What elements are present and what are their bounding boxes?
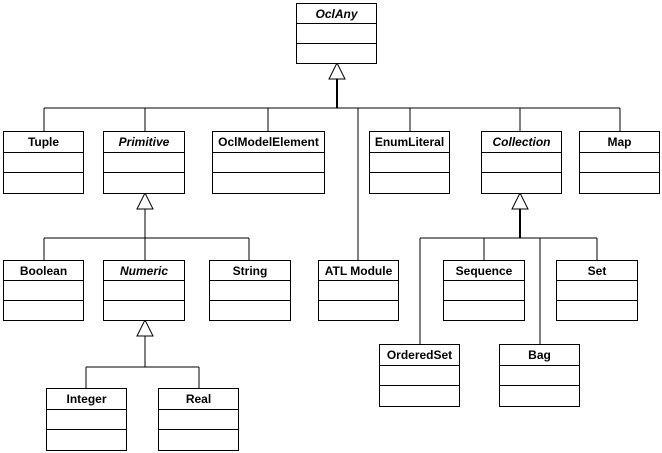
class-name-integer: Integer <box>66 392 106 406</box>
class-box-numeric[interactable]: Numeric <box>103 260 185 321</box>
inheritance-arrow-icon <box>511 191 529 210</box>
class-box-bag[interactable]: Bag <box>499 344 580 407</box>
class-name-numeric: Numeric <box>120 264 168 278</box>
class-name-sequence: Sequence <box>456 264 513 278</box>
class-box-primitive[interactable]: Primitive <box>103 131 185 194</box>
class-box-frame <box>369 131 450 194</box>
class-name-atlmodule: ATL Module <box>325 264 393 278</box>
class-name-bag: Bag <box>528 348 551 362</box>
generalization-primitive <box>43 191 250 260</box>
generalization-edges <box>43 61 621 388</box>
class-name-collection: Collection <box>492 135 550 149</box>
class-box-set[interactable]: Set <box>556 260 638 321</box>
class-box-frame <box>556 260 638 321</box>
class-box-map[interactable]: Map <box>579 131 660 194</box>
class-box-frame <box>443 260 525 321</box>
class-box-boolean[interactable]: Boolean <box>3 260 84 321</box>
class-box-frame <box>103 131 185 194</box>
inheritance-arrow-icon <box>328 61 346 80</box>
class-box-frame <box>212 131 325 194</box>
class-box-integer[interactable]: Integer <box>46 388 127 451</box>
class-name-tuple: Tuple <box>28 135 59 149</box>
class-box-frame <box>158 388 239 451</box>
class-box-frame <box>481 131 562 194</box>
class-box-frame <box>499 344 580 407</box>
class-box-frame <box>379 344 460 407</box>
class-box-frame <box>579 131 660 194</box>
class-name-string: String <box>233 264 268 278</box>
class-box-frame <box>3 131 84 194</box>
class-box-oclmodelelement[interactable]: OclModelElement <box>212 131 325 194</box>
class-box-tuple[interactable]: Tuple <box>3 131 84 194</box>
class-box-enumliteral[interactable]: EnumLiteral <box>369 131 450 194</box>
class-name-orderedset: OrderedSet <box>387 348 452 362</box>
inheritance-arrow-icon <box>136 318 154 337</box>
generalization-numeric <box>85 318 200 388</box>
class-name-enumliteral: EnumLiteral <box>375 135 444 149</box>
class-name-oclmodelelement: OclModelElement <box>218 135 319 149</box>
class-name-real: Real <box>186 392 211 406</box>
class-name-oclany: OclAny <box>315 7 358 21</box>
class-box-atlmodule[interactable]: ATL Module <box>318 260 399 321</box>
class-box-real[interactable]: Real <box>158 388 239 451</box>
class-box-frame <box>3 260 84 321</box>
generalization-oclany <box>43 61 621 260</box>
class-box-string[interactable]: String <box>209 260 291 321</box>
inheritance-arrow-icon <box>136 191 154 210</box>
class-name-map: Map <box>608 135 632 149</box>
class-name-primitive: Primitive <box>119 135 170 149</box>
class-box-collection[interactable]: Collection <box>481 131 562 194</box>
class-box-orderedset[interactable]: OrderedSet <box>379 344 460 407</box>
class-box-frame <box>103 260 185 321</box>
class-box-frame <box>296 3 377 64</box>
class-box-frame <box>209 260 291 321</box>
generalization-collection <box>419 191 598 344</box>
class-name-set: Set <box>588 264 607 278</box>
class-box-sequence[interactable]: Sequence <box>443 260 525 321</box>
class-box-frame <box>46 388 127 451</box>
class-name-boolean: Boolean <box>20 264 67 278</box>
class-box-frame <box>318 260 399 321</box>
class-box-oclany[interactable]: OclAny <box>296 3 377 64</box>
